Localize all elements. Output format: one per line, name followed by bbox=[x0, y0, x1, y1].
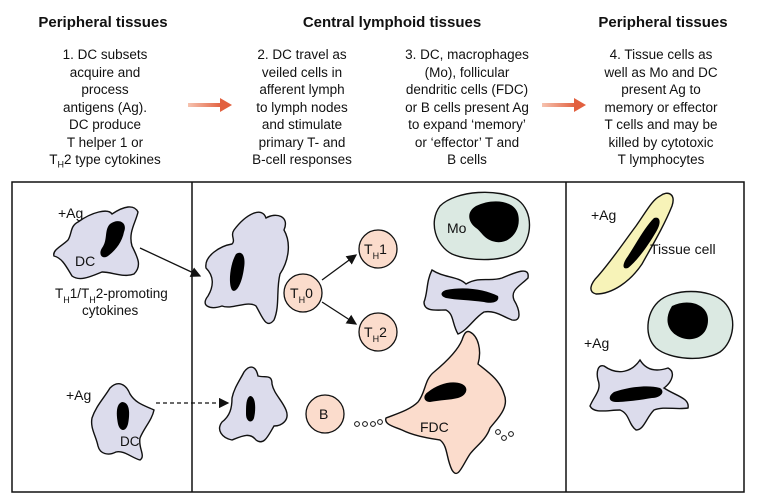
b-label: B bbox=[319, 406, 328, 422]
th1-cell: TH1 bbox=[358, 229, 398, 269]
b-cell: B bbox=[305, 394, 345, 434]
dc-cell-top: DC bbox=[53, 206, 140, 280]
flow-arrow-1 bbox=[188, 98, 232, 112]
dc-cell-right bbox=[589, 358, 689, 431]
dc-cell-center-bottom bbox=[218, 366, 288, 443]
veiled-dc-top bbox=[204, 211, 290, 325]
mo-label: Mo bbox=[447, 220, 467, 236]
th0-cell: TH0 bbox=[283, 273, 323, 313]
ag-label-2: +Ag bbox=[66, 387, 91, 403]
header-center: Central lymphoid tissues bbox=[302, 14, 482, 31]
arrow-th0-to-th2 bbox=[321, 301, 358, 325]
step-1-text: 1. DC subsets acquire and process antige… bbox=[30, 46, 180, 174]
step-2-text: 2. DC travel as veiled cells in afferent… bbox=[252, 47, 352, 167]
macrophage-cell-center: Mo bbox=[433, 191, 531, 261]
step-4-text: 4. Tissue cells as well as Mo and DC pre… bbox=[604, 47, 718, 167]
antigen-beads-right bbox=[495, 429, 514, 441]
ag-label-4: +Ag bbox=[584, 335, 609, 351]
flow-arrow-2 bbox=[542, 98, 586, 112]
panel-frame bbox=[11, 181, 745, 493]
th2-label: TH2 bbox=[364, 324, 387, 344]
tissue-cell bbox=[590, 192, 674, 295]
arrow-dc-to-veiled bbox=[139, 247, 202, 277]
th0-label: TH0 bbox=[290, 285, 313, 305]
dc-label-1: DC bbox=[75, 253, 95, 269]
macrophage-cell-right bbox=[647, 290, 734, 360]
fdc-cell: FDC bbox=[385, 330, 507, 475]
dc-cell-center-right bbox=[423, 268, 529, 335]
cytokines-label-line1: TH1/TH2-promoting bbox=[55, 286, 168, 305]
arrow-th0-to-th1 bbox=[321, 254, 358, 281]
tissue-cell-label: Tissue cell bbox=[650, 241, 716, 257]
antigen-beads-left bbox=[354, 419, 383, 427]
th2-cell: TH2 bbox=[358, 312, 398, 352]
header-right: Peripheral tissues bbox=[598, 14, 728, 31]
step-3-text: 3. DC, macrophages (Mo), follicular dend… bbox=[405, 47, 529, 167]
step-1-last-line: TH2 type cytokines bbox=[49, 152, 161, 170]
dc-label-2: DC bbox=[120, 434, 140, 449]
fdc-label: FDC bbox=[420, 419, 449, 435]
header-left: Peripheral tissues bbox=[38, 14, 168, 31]
dc-cell-bottom: DC bbox=[90, 383, 155, 461]
ag-label-3: +Ag bbox=[591, 207, 616, 223]
ag-label-1: +Ag bbox=[58, 205, 83, 221]
cytokines-label-line2: cytokines bbox=[82, 303, 139, 318]
th1-label: TH1 bbox=[364, 241, 387, 261]
